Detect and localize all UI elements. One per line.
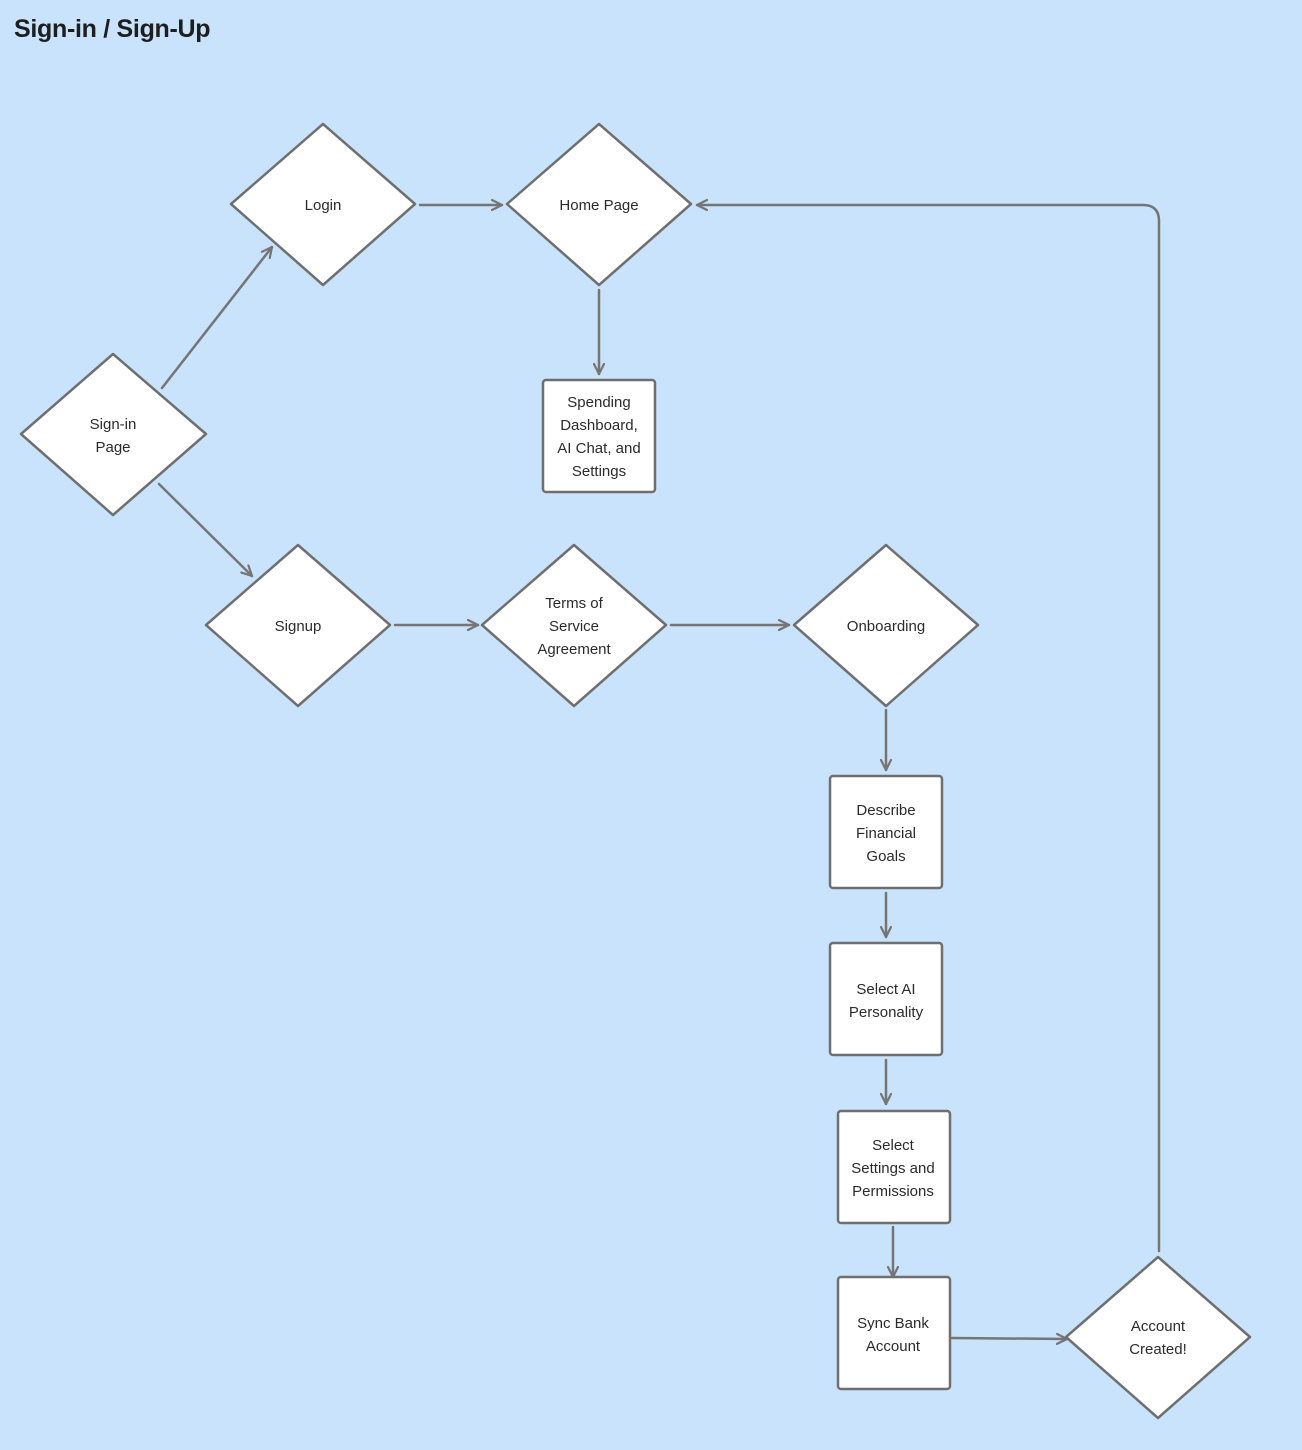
edge-signin-signup — [157, 482, 254, 578]
node-label: Home Page — [559, 197, 638, 214]
node-account-created[interactable]: Account Created! — [1064, 1255, 1252, 1420]
edge-sync-created — [950, 1338, 1069, 1339]
node-goals[interactable]: Describe Financial Goals — [828, 774, 944, 890]
node-label: Account — [866, 1338, 921, 1355]
node-login[interactable]: Login — [229, 122, 417, 287]
node-signin[interactable]: Sign-in Page — [19, 352, 208, 517]
node-label: Created! — [1129, 1341, 1187, 1358]
node-label: Financial — [856, 825, 916, 842]
node-label: Personality — [849, 1004, 924, 1021]
node-label: Describe — [856, 802, 915, 819]
node-signup[interactable]: Signup — [204, 543, 392, 708]
node-label: Spending — [567, 394, 630, 411]
node-label: Onboarding — [847, 618, 925, 635]
node-label: Service — [549, 618, 599, 635]
node-home[interactable]: Home Page — [505, 122, 693, 287]
node-spending[interactable]: Spending Dashboard, AI Chat, and Setting… — [541, 378, 657, 494]
node-label: Login — [305, 197, 342, 214]
node-label: Terms of — [545, 595, 603, 612]
node-label: Sign-in — [90, 416, 137, 433]
node-label: Goals — [866, 848, 905, 865]
edge-created-home — [695, 205, 1161, 1253]
node-settings[interactable]: Select Settings and Permissions — [836, 1109, 952, 1225]
node-label: Select — [872, 1137, 915, 1154]
node-sync[interactable]: Sync Bank Account — [836, 1275, 952, 1391]
node-terms[interactable]: Terms of Service Agreement — [480, 543, 668, 708]
node-label: Page — [95, 439, 130, 456]
node-label: Permissions — [852, 1183, 934, 1200]
edges — [157, 205, 1161, 1339]
node-onboarding[interactable]: Onboarding — [792, 543, 980, 708]
node-label: Agreement — [537, 641, 611, 658]
node-label: AI Chat, and — [557, 440, 640, 457]
node-label: Settings — [572, 463, 626, 480]
node-label: Settings and — [851, 1160, 934, 1177]
node-label: Select AI — [856, 981, 915, 998]
node-label: Sync Bank — [857, 1315, 929, 1332]
node-personality[interactable]: Select AI Personality — [828, 941, 944, 1057]
node-label: Signup — [275, 618, 322, 635]
edge-signin-login — [160, 245, 274, 390]
node-label: Dashboard, — [560, 417, 638, 434]
page-title: Sign-in / Sign-Up — [14, 15, 211, 43]
node-label: Account — [1131, 1318, 1186, 1335]
